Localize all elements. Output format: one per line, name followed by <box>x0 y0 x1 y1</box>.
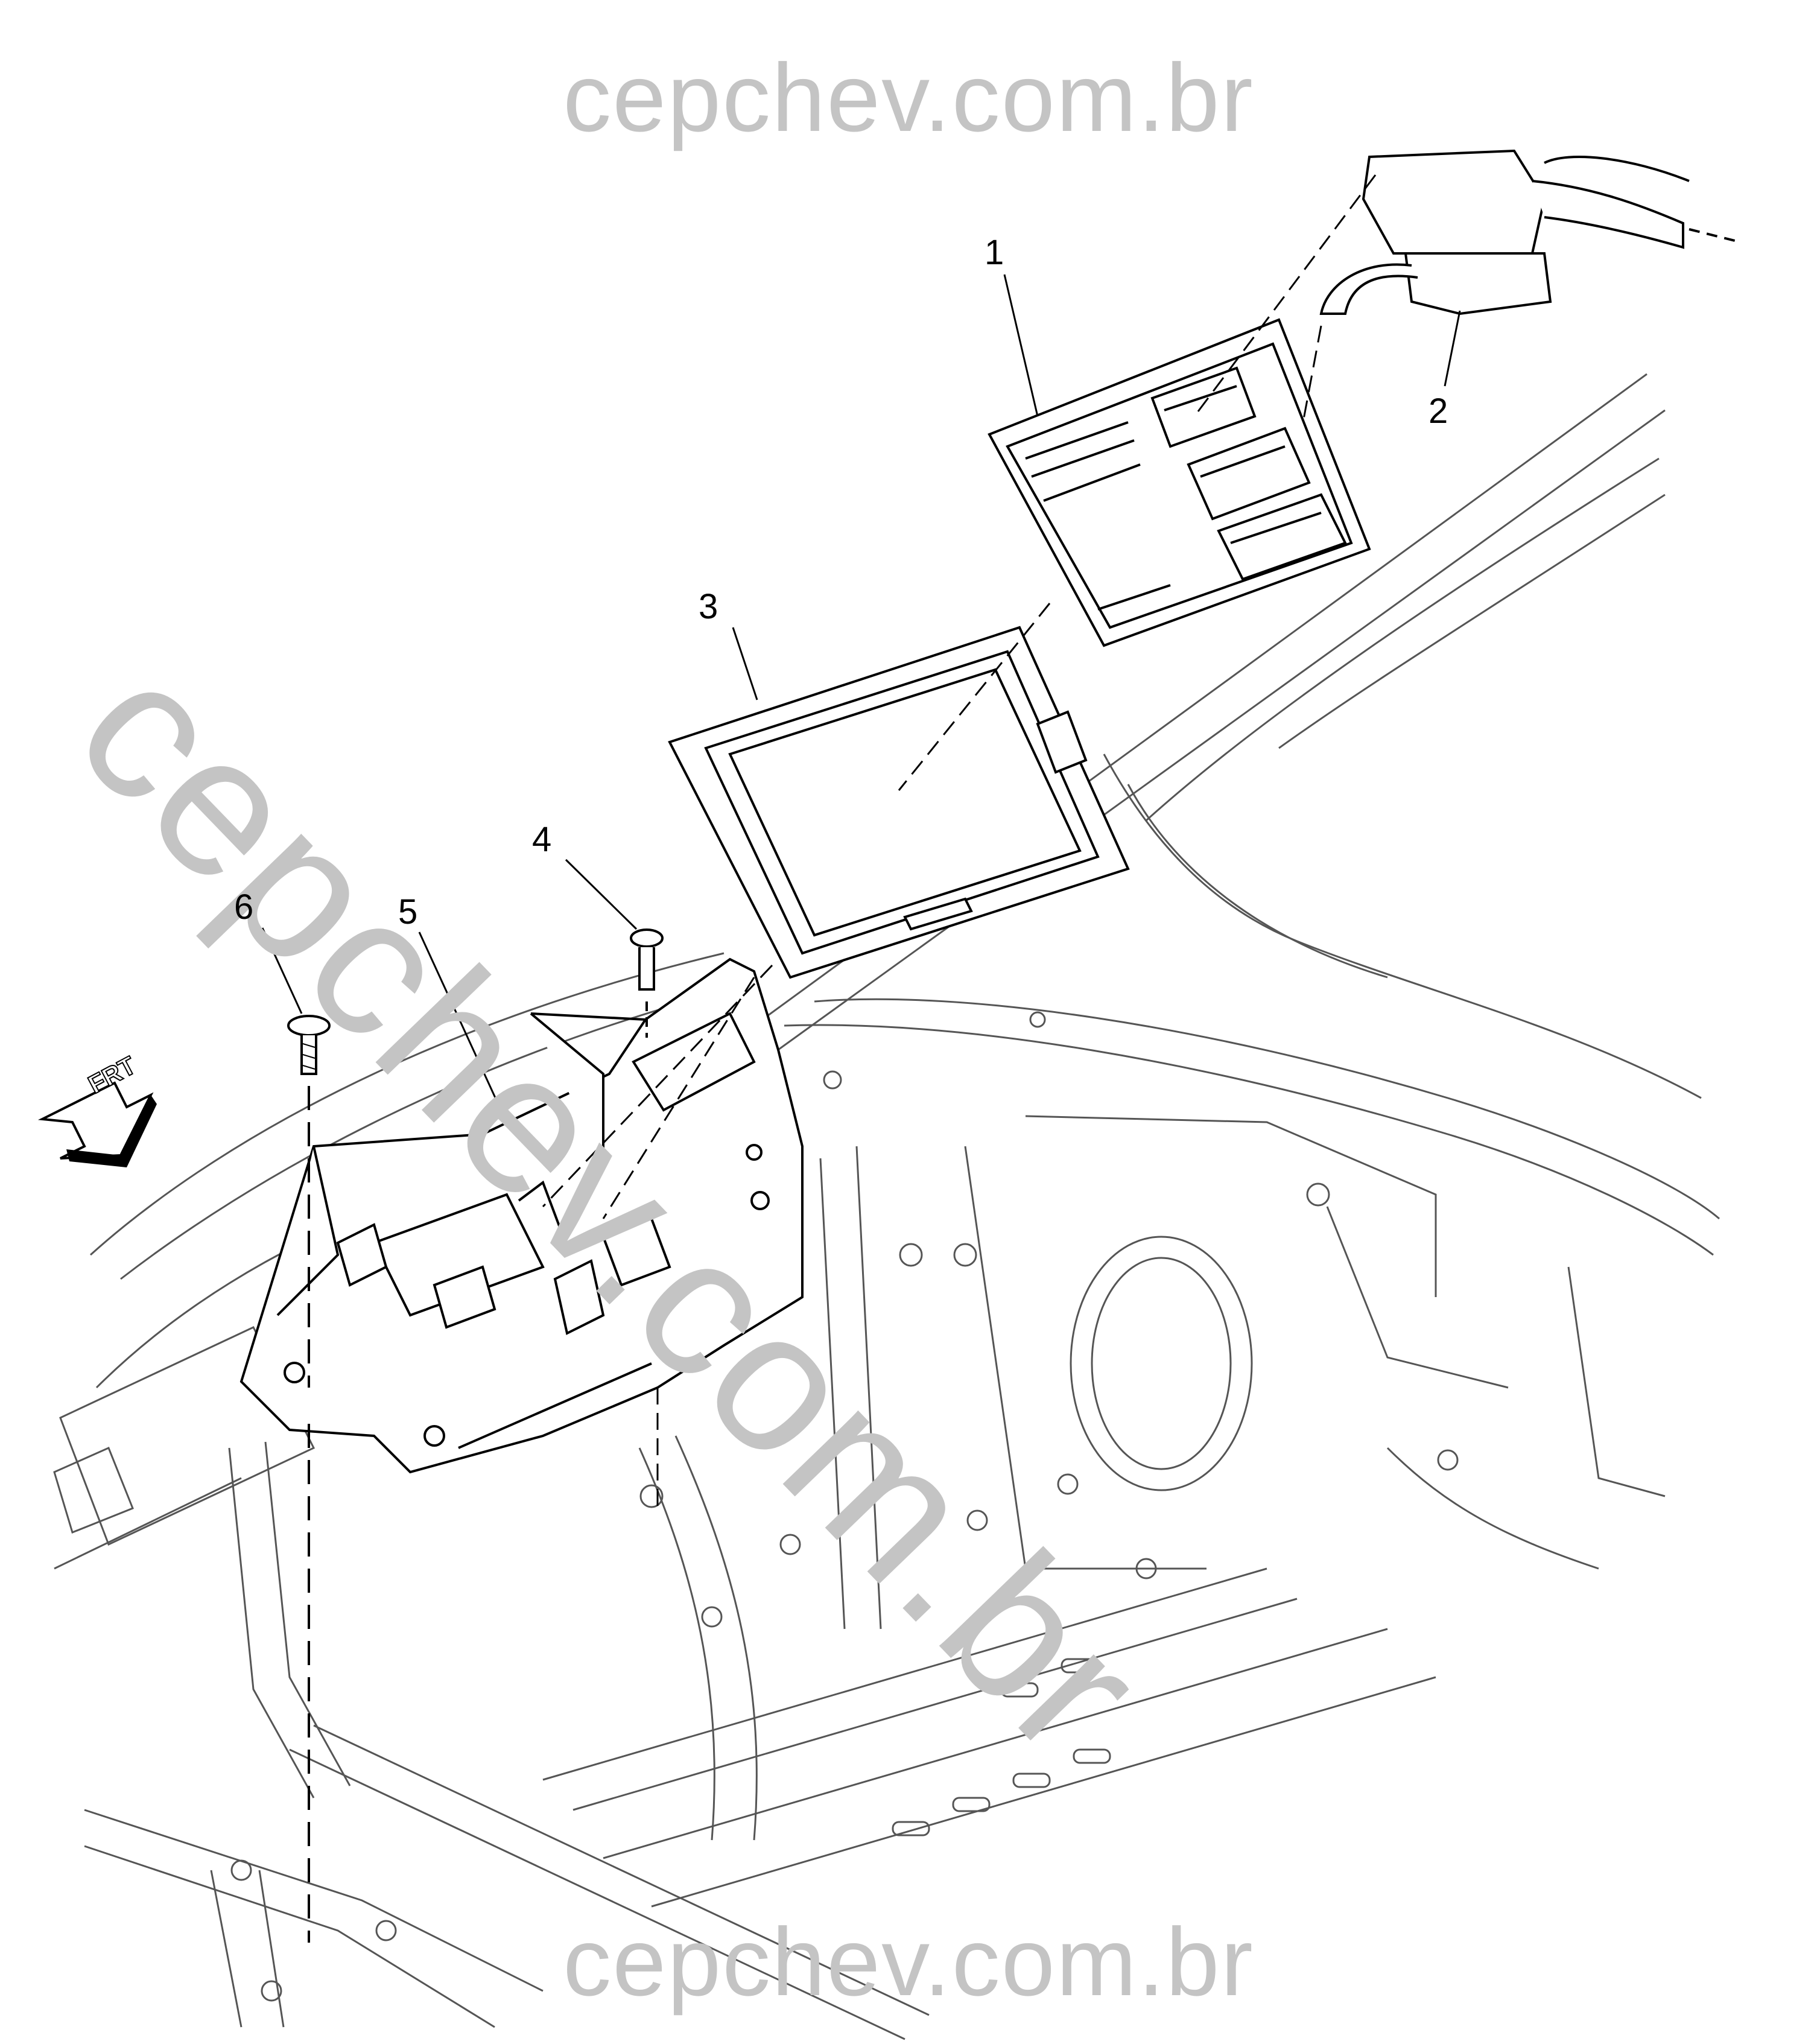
vehicle-body-structure <box>53 373 1720 2040</box>
harness-connectors-part-2 <box>1319 149 1738 316</box>
watermark-bottom: cepchev.com.br <box>563 1908 1254 2016</box>
bolt-part-6 <box>287 1015 331 1943</box>
nut-part-4 <box>630 928 664 1038</box>
callout-1: 1 <box>985 233 1004 272</box>
callout-5: 5 <box>398 892 418 932</box>
leader-lines <box>261 174 1461 1508</box>
callout-3: 3 <box>699 587 718 626</box>
callout-6: 6 <box>234 887 254 927</box>
control-module-part-1 <box>988 318 1371 647</box>
watermark-top: cepchev.com.br <box>563 43 1254 151</box>
module-carrier-part-3 <box>668 626 1130 979</box>
callout-2: 2 <box>1429 392 1448 431</box>
front-arrow-icon <box>37 1081 157 1167</box>
callout-4: 4 <box>532 820 552 859</box>
